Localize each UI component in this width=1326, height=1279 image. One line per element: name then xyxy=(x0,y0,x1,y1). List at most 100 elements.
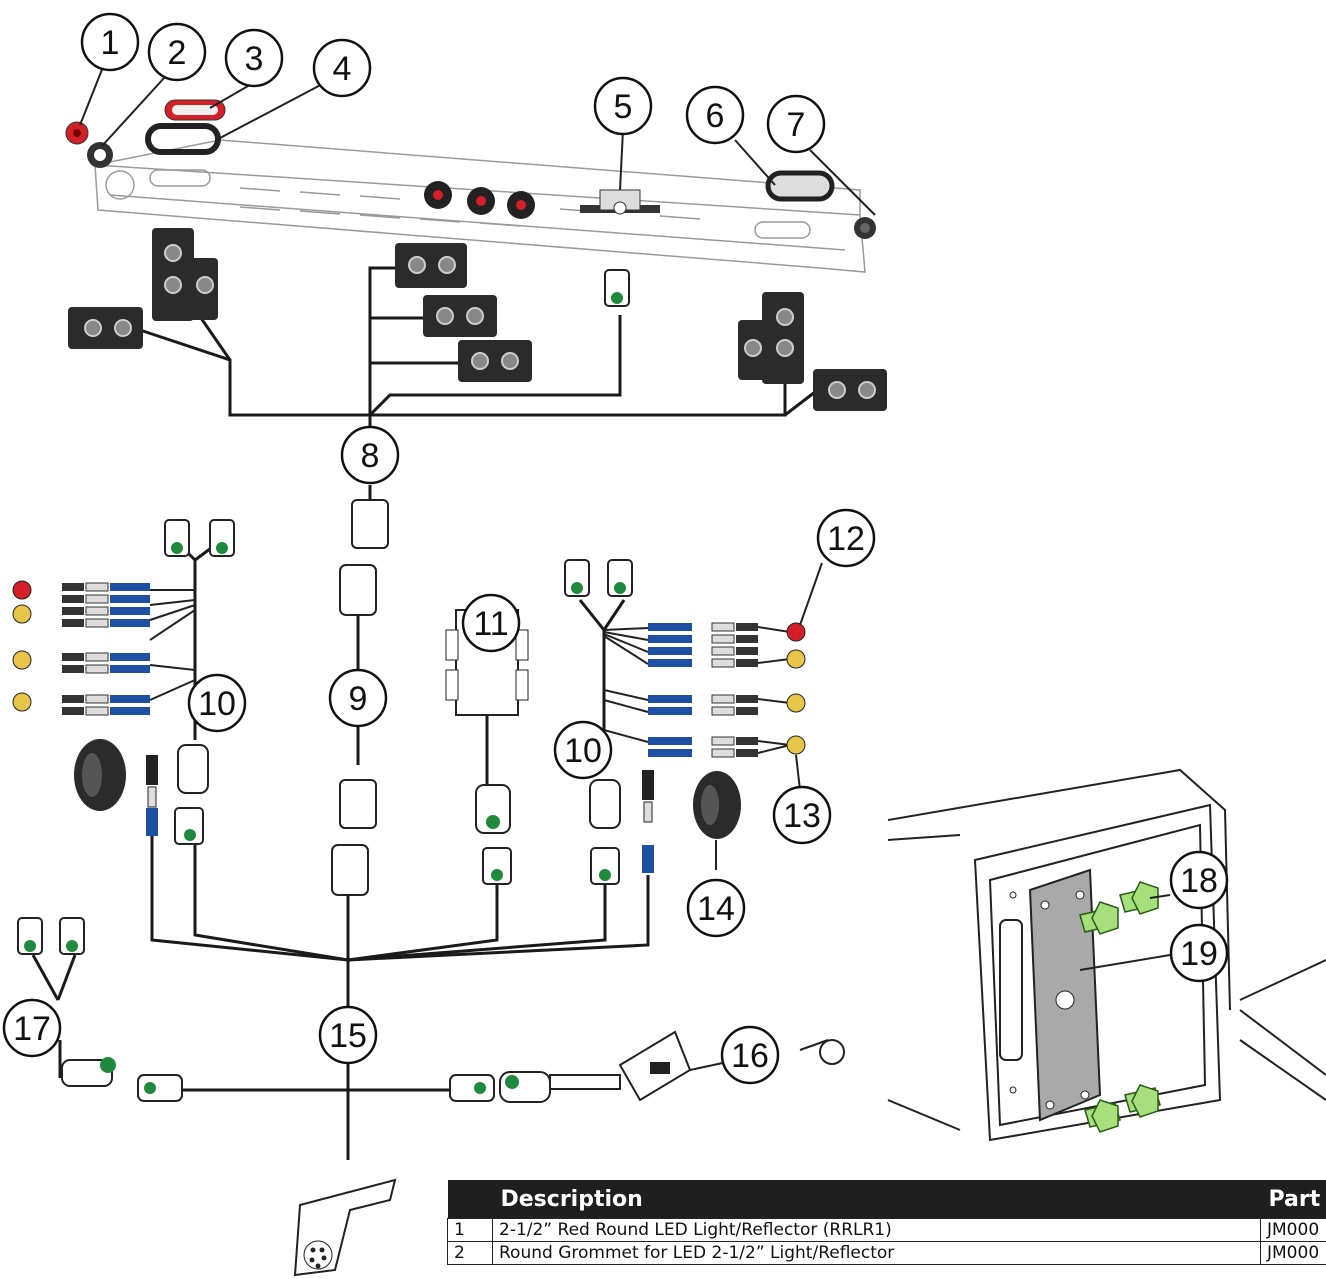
callout-circle xyxy=(187,673,247,733)
callout-9: 9 xyxy=(328,668,388,728)
callout-circle xyxy=(80,12,140,72)
callout-circle xyxy=(224,28,284,88)
callout-circle xyxy=(720,1025,780,1085)
callout-19: 18 xyxy=(1169,850,1229,910)
callout-7: 7 xyxy=(766,94,826,154)
mounting-plate-icon xyxy=(1028,868,1102,1122)
row-description: 2-1/2” Red Round LED Light/Reflector (RR… xyxy=(492,1218,1261,1242)
callout-label: 13 xyxy=(783,797,821,835)
oval-light-icon xyxy=(164,99,226,121)
row-part-number: JM000 xyxy=(1260,1218,1326,1242)
bar-light-2 xyxy=(467,187,495,215)
callout-label: 2 xyxy=(168,34,187,72)
row-number: 1 xyxy=(447,1218,493,1242)
row-description: Round Grommet for LED 2-1/2” Light/Refle… xyxy=(492,1241,1261,1265)
header-number xyxy=(447,1180,493,1219)
callout-11: 10 xyxy=(553,720,613,780)
callout-label: 7 xyxy=(787,106,806,144)
callout-label: 10 xyxy=(198,685,236,723)
callout-13: 12 xyxy=(816,508,876,568)
callout-label: 1 xyxy=(101,24,120,62)
grommet-7-icon xyxy=(854,217,876,239)
callout-circle xyxy=(2,998,62,1058)
junction-block-icon xyxy=(68,228,887,411)
callout-12: 11 xyxy=(461,593,521,653)
bumper-bar xyxy=(94,139,866,273)
table-header-row: Description Part I xyxy=(447,1180,1326,1219)
hitch-frame xyxy=(887,768,1326,1142)
callout-15: 14 xyxy=(686,878,746,938)
callout-label: 8 xyxy=(361,437,380,475)
callout-20: 19 xyxy=(1169,923,1229,983)
callout-circle xyxy=(593,76,653,136)
callout-18: 17 xyxy=(2,998,62,1058)
junction-ports xyxy=(84,244,876,399)
callout-label: 14 xyxy=(697,890,735,928)
callout-label: 17 xyxy=(13,1010,51,1048)
wire-spool-icon xyxy=(693,771,741,870)
light-icon xyxy=(12,580,32,712)
callout-circle xyxy=(312,38,372,98)
terminal-icon xyxy=(62,582,150,716)
plug-icon xyxy=(293,1178,397,1277)
callout-circle xyxy=(328,668,388,728)
connector-icon xyxy=(604,269,630,307)
callout-circle xyxy=(686,878,746,938)
callout-circle xyxy=(816,508,876,568)
leaders-hitch xyxy=(795,562,1171,971)
callout-label: 10 xyxy=(564,732,602,770)
light-icon xyxy=(65,121,89,145)
upper-harness xyxy=(139,266,816,440)
wire-spool-icon xyxy=(74,739,126,811)
row-number: 2 xyxy=(447,1241,493,1265)
callout-label: 5 xyxy=(614,88,633,126)
light-icon xyxy=(757,622,806,755)
right-sub-harness xyxy=(578,599,649,743)
callout-label: 11 xyxy=(473,605,508,643)
callout-16: 15 xyxy=(318,1005,378,1065)
oval-grommet-icon xyxy=(145,123,221,155)
callout-circle xyxy=(685,85,745,145)
connector-icon xyxy=(164,519,235,557)
callout-label: 12 xyxy=(827,520,865,558)
callout-label: 19 xyxy=(1180,935,1218,973)
callout-circle xyxy=(553,720,613,780)
row-part-number: JM000 xyxy=(1260,1241,1326,1265)
connector-icon xyxy=(564,559,633,597)
header-description: Description xyxy=(492,1180,1261,1219)
table-row: 2 Round Grommet for LED 2-1/2” Light/Ref… xyxy=(447,1241,1326,1265)
callout-label: 6 xyxy=(706,97,725,135)
callout-3: 3 xyxy=(224,28,284,88)
callout-5: 5 xyxy=(593,76,653,136)
callout-label: 16 xyxy=(731,1037,769,1075)
center-harness xyxy=(331,485,389,896)
table-row: 1 2-1/2” Red Round LED Light/Reflector (… xyxy=(447,1218,1326,1242)
callout-2: 2 xyxy=(147,22,207,82)
callout-10: 10 xyxy=(187,673,247,733)
callout-circle xyxy=(318,1005,378,1065)
bolt-icon xyxy=(1079,881,1161,1133)
callout-8: 8 xyxy=(340,425,400,485)
bar-light-3 xyxy=(507,191,535,219)
bar-light-1 xyxy=(424,181,452,209)
fuse-holder-icon xyxy=(146,744,209,845)
callout-circle xyxy=(461,593,521,653)
callout-4: 4 xyxy=(312,38,372,98)
callout-circle xyxy=(340,425,400,485)
grommet-icon xyxy=(87,142,113,168)
callout-label: 18 xyxy=(1180,862,1218,900)
fuse-holder-icon xyxy=(482,770,654,885)
callout-label: 15 xyxy=(329,1017,367,1055)
header-part-number: Part I xyxy=(1260,1180,1326,1219)
callout-6: 6 xyxy=(685,85,745,145)
connector-icon xyxy=(17,917,551,1103)
callout-circle xyxy=(1169,850,1229,910)
terminal-icon xyxy=(648,622,758,758)
callout-17: 16 xyxy=(720,1025,780,1085)
license-light-bracket xyxy=(580,189,660,215)
callout-circle xyxy=(766,94,826,154)
callout-circle xyxy=(772,785,832,845)
parts-table: Description Part I 1 2-1/2” Red Round LE… xyxy=(447,1180,1326,1265)
callout-1: 1 xyxy=(80,12,140,72)
oval-grommet-6-icon xyxy=(765,170,835,202)
